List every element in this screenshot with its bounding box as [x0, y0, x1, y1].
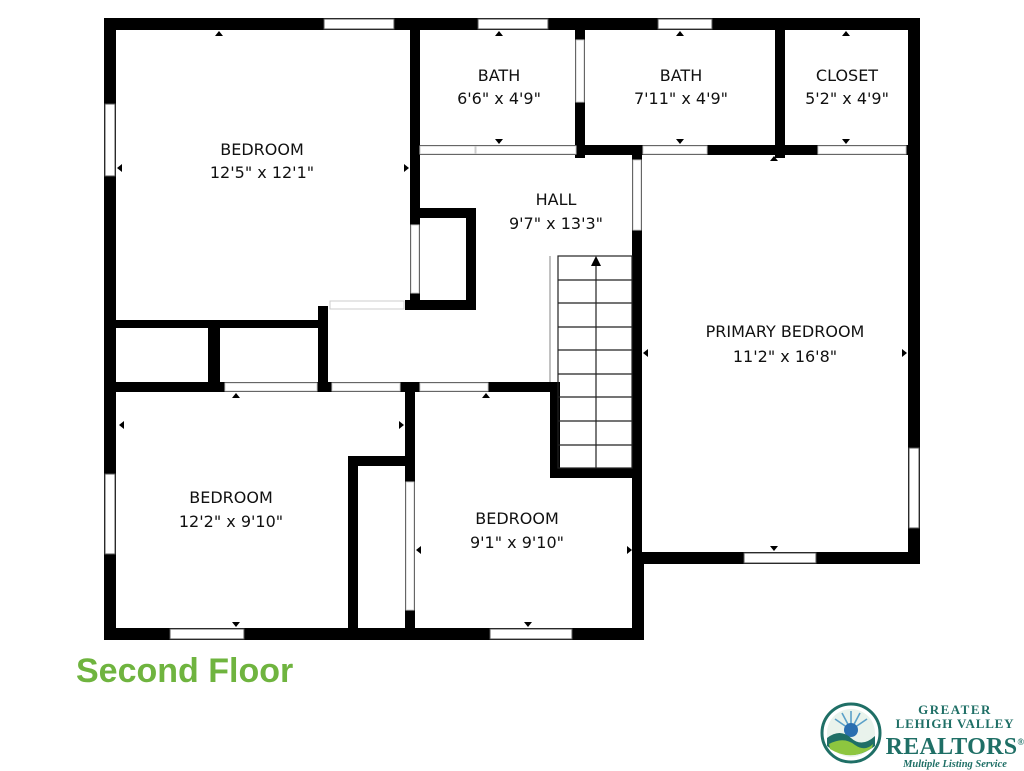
room-dimensions: 5'2" x 4'9": [805, 89, 889, 108]
room-dimensions: 12'5" x 12'1": [210, 163, 314, 182]
room-bedroom-2: BEDROOM 12'2" x 9'10": [179, 488, 283, 531]
room-name: BEDROOM: [220, 140, 304, 159]
room-primary-bedroom: PRIMARY BEDROOM 11'2" x 16'8": [706, 322, 865, 366]
brand-logo-block: GREATER LEHIGH VALLEY REALTORS® Multiple…: [818, 700, 1024, 771]
room-name: HALL: [536, 190, 577, 209]
room-name: BATH: [660, 66, 702, 85]
room-name: CLOSET: [816, 66, 878, 85]
room-name: BATH: [478, 66, 520, 85]
floor-title: Second Floor: [76, 652, 294, 690]
brand-line-mls: Multiple Listing Service: [903, 759, 1007, 770]
room-hall: HALL 9'7" x 13'3": [509, 190, 603, 233]
room-bath-2: BATH 7'11" x 4'9": [634, 66, 728, 108]
dimension-markers: [117, 31, 907, 627]
stair-up-arrow-icon: [591, 256, 601, 266]
brand-line-lehigh-valley: LEHIGH VALLEY: [895, 716, 1015, 731]
door-openings: [224, 39, 907, 611]
room-bath-1: BATH 6'6" x 4'9": [457, 66, 541, 108]
room-closet: CLOSET 5'2" x 4'9": [805, 66, 889, 108]
room-name: BEDROOM: [189, 488, 273, 507]
room-dimensions: 9'1" x 9'10": [470, 533, 564, 552]
room-dimensions: 7'11" x 4'9": [634, 89, 728, 108]
room-name: BEDROOM: [475, 509, 559, 528]
staircase: [549, 255, 633, 469]
room-name: PRIMARY BEDROOM: [706, 322, 865, 341]
room-bedroom-1: BEDROOM 12'5" x 12'1": [210, 140, 314, 182]
room-dimensions: 11'2" x 16'8": [733, 347, 837, 366]
brand-text: GREATER LEHIGH VALLEY REALTORS® Multiple…: [884, 703, 1024, 771]
registered-mark: ®: [1017, 737, 1024, 747]
room-bedroom-3: BEDROOM 9'1" x 9'10": [470, 509, 564, 552]
room-dimensions: 12'2" x 9'10": [179, 512, 283, 531]
room-dimensions: 6'6" x 4'9": [457, 89, 541, 108]
brand-line-greater: GREATER: [918, 702, 992, 717]
room-dimensions: 9'7" x 13'3": [509, 214, 603, 233]
realtors-logo-icon: [820, 702, 882, 764]
windows: [104, 18, 920, 640]
brand-line-realtors: REALTORS®: [885, 734, 1024, 760]
